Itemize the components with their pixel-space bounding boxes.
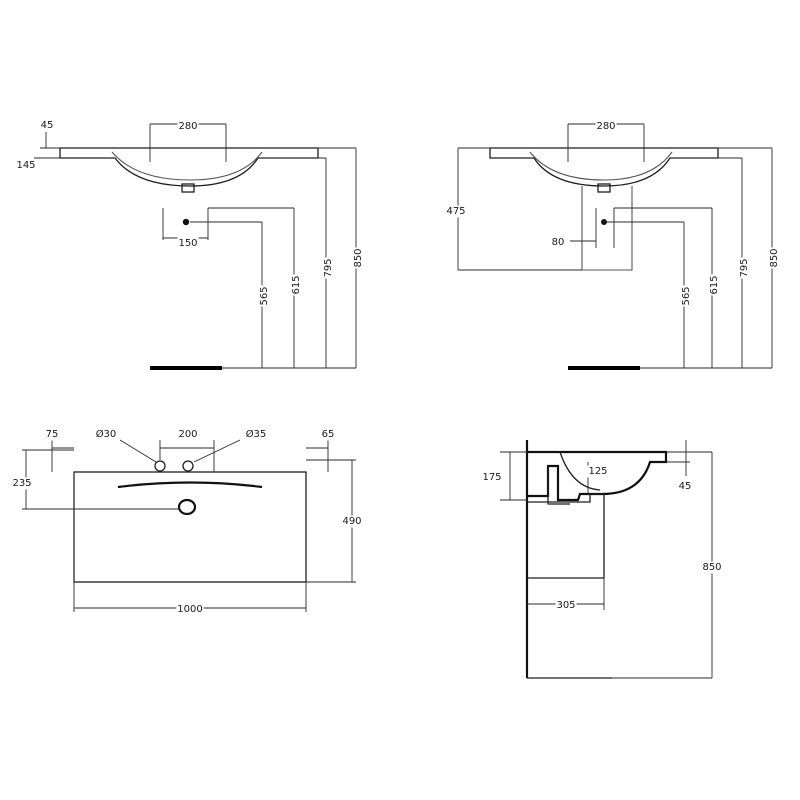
dim-pedestal-height: 475: [446, 206, 465, 217]
waste-point-2: [601, 219, 607, 225]
basin-bowl: [111, 151, 263, 181]
tap-hole-left: [154, 460, 166, 472]
dim-waste-height-2: 565: [681, 286, 692, 305]
plan-outline: [73, 471, 307, 583]
basin-outline-2: [489, 147, 719, 187]
basin-bowl-2: [529, 151, 673, 181]
bowl-front-edge: [117, 481, 263, 489]
basin-outline: [59, 147, 319, 187]
side-pedestal: [527, 493, 605, 579]
dim-projection: 305: [556, 600, 575, 611]
dim-left-hole-diameter: Ø30: [96, 428, 117, 440]
dim-overall-height: 850: [353, 248, 364, 267]
dim-right-hole-diameter: Ø35: [246, 428, 267, 440]
dim-right-hole-offset: 65: [322, 429, 335, 440]
front-view-left: 280 45 145 150 565 615 795 850: [15, 119, 365, 370]
dim-supply-height-2: 615: [709, 275, 720, 294]
dim-tap-spacing: 280: [178, 121, 197, 132]
tap-hole-right: [182, 460, 194, 472]
dim-overall-depth: 490: [342, 516, 361, 527]
dim-left-hole-offset: 75: [46, 429, 59, 440]
dim-rim-thickness: 45: [41, 120, 54, 131]
side-view: 175 125 45 305 850: [481, 440, 723, 679]
dim-overall-width: 1000: [177, 604, 202, 615]
front-view-right: 280 475 80 565 615 795 850: [445, 120, 781, 370]
pedestal: [581, 186, 633, 271]
trap: [547, 466, 570, 505]
dim-hole-row-depth: 235: [12, 478, 31, 489]
dim-overall-height-side: 850: [702, 562, 721, 573]
waste-point: [182, 218, 190, 226]
dim-supply-height: 615: [291, 275, 302, 294]
dim-bowl-depth: 175: [482, 472, 501, 483]
basin-profile: [527, 450, 668, 502]
plan-view: 75 Ø30 200 Ø35 65 235 490 1000: [11, 427, 363, 616]
waste-outlet: [181, 183, 195, 193]
waste-outlet-2: [597, 183, 611, 193]
dim-basin-underside: 795: [323, 258, 334, 277]
dim-waste-height: 565: [259, 286, 270, 305]
dim-basin-underside-2: 795: [739, 258, 750, 277]
dim-tap-spacing-2: 280: [596, 121, 615, 132]
dim-bowl-inner: 125: [588, 466, 607, 477]
dim-rim-offset: 45: [679, 481, 692, 492]
dim-hole-spacing: 200: [178, 429, 197, 440]
bowl-inner-profile: [559, 451, 601, 491]
dim-waste-offset: 80: [552, 237, 565, 248]
dim-waste-spacing: 150: [178, 238, 197, 249]
dim-basin-depth: 145: [16, 160, 35, 171]
dim-overall-height-2: 850: [769, 248, 780, 267]
waste-hole: [177, 498, 197, 516]
